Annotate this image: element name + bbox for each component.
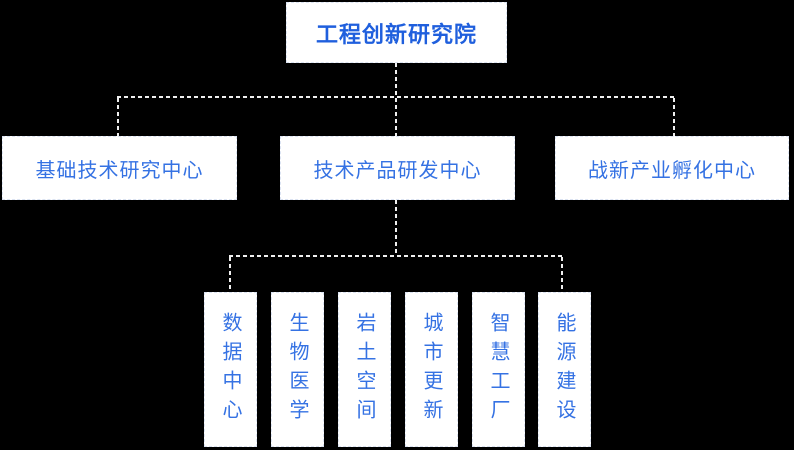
- connector-level3-drop-left: [229, 257, 231, 292]
- org-node-tech-product-rd-center: 技术产品研发中心: [280, 136, 515, 200]
- org-node-root: 工程创新研究院: [286, 2, 507, 63]
- connector-root-stem: [395, 63, 397, 96]
- connector-level2-drop-left: [117, 98, 119, 136]
- connector-level3-drop-right: [561, 257, 563, 292]
- org-node-geotech-space: 岩土空间: [338, 292, 391, 447]
- connector-center-stem: [395, 200, 397, 255]
- org-node-strategic-industry-incubation-center: 战新产业孵化中心: [555, 136, 789, 200]
- org-node-data-center: 数据中心: [204, 292, 257, 447]
- connector-level2-drop-right: [673, 98, 675, 136]
- org-node-energy-construction: 能源建设: [538, 292, 591, 447]
- org-node-basic-tech-research-center: 基础技术研究中心: [2, 136, 237, 200]
- org-node-urban-renewal: 城市更新: [405, 292, 458, 447]
- org-node-smart-factory: 智慧工厂: [472, 292, 525, 447]
- connector-level2-bus: [117, 96, 676, 98]
- connector-level2-drop-center: [395, 98, 397, 136]
- org-node-biomedicine: 生物医学: [271, 292, 324, 447]
- connector-level3-bus: [229, 255, 563, 257]
